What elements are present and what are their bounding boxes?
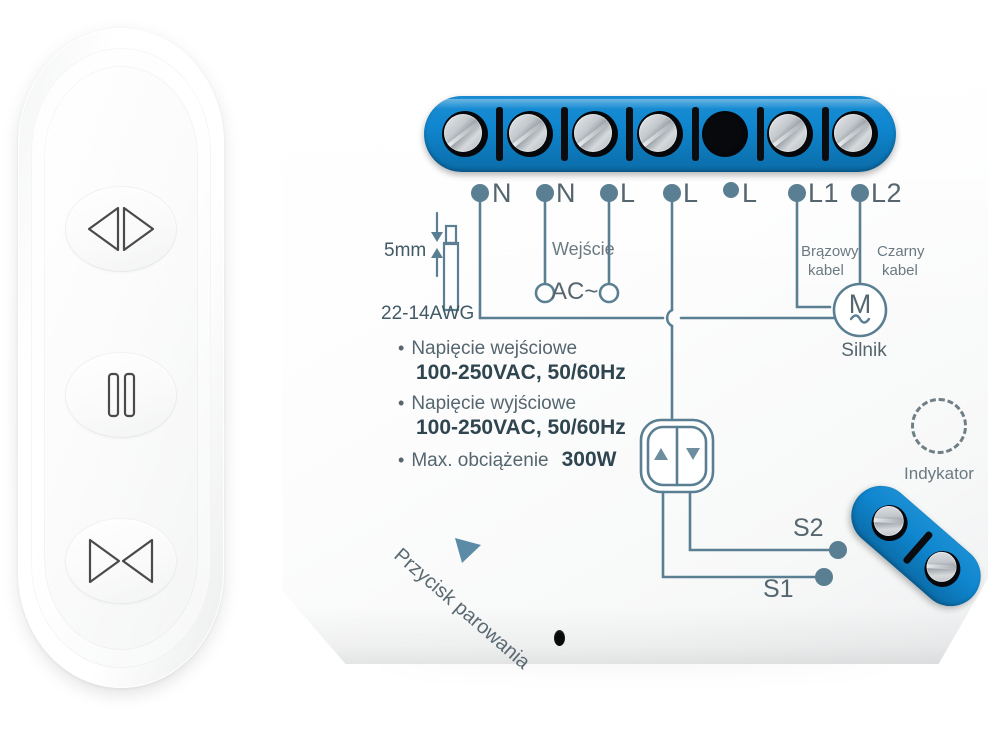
terminal-slot[interactable] — [496, 103, 562, 165]
spec-value: 100-250VAC, 50/60Hz — [416, 416, 626, 439]
brown-wire-label-line2: kabel — [808, 262, 844, 279]
spec-row: • Napięcie wyjściowe — [398, 393, 648, 415]
terminal-screw-icon — [506, 111, 553, 157]
terminal-label-l1: L — [620, 178, 636, 208]
terminal-empty-icon — [702, 111, 749, 157]
remote-open-button[interactable] — [65, 186, 177, 272]
pairing-button-hole[interactable] — [554, 630, 565, 646]
input-label-line1: Wejście — [552, 239, 615, 259]
close-arrows-icon — [78, 534, 164, 588]
black-wire-label-line2: kabel — [882, 262, 918, 279]
pause-bars-icon — [93, 368, 149, 422]
wire-gauge-label: 22-14AWG — [381, 303, 475, 324]
indicator-marker: Indykator — [896, 398, 982, 484]
spec-row: • Napięcie wejściowe — [398, 338, 648, 360]
black-wire-label-line1: Czarny — [877, 243, 925, 260]
remote-stop-button[interactable] — [65, 352, 177, 438]
open-arrows-icon — [78, 202, 164, 256]
terminal-screw-icon — [636, 111, 683, 157]
terminal-slot[interactable] — [432, 103, 497, 165]
terminal-screw-icon — [767, 111, 814, 157]
brown-wire-label-line1: Brązowy — [801, 243, 859, 260]
remote-face — [44, 66, 198, 650]
spec-label: Napięcie wyjściowe — [411, 393, 577, 414]
spec-value: 100-250VAC, 50/60Hz — [416, 361, 626, 384]
spec-value: 300W — [561, 448, 617, 471]
spec-label: Max. obciążenie — [411, 450, 549, 471]
terminal-screw-icon — [571, 111, 618, 157]
bullet-icon: • — [398, 338, 405, 358]
pairing-arrow-icon — [455, 538, 481, 563]
terminal-slot[interactable] — [626, 103, 692, 165]
switch-terminal-s1: S1 — [763, 575, 794, 603]
motor-label: Silnik — [841, 340, 887, 361]
indicator-led-icon — [911, 398, 967, 454]
terminal-label-L1: L1 — [808, 178, 840, 208]
top-terminal-block — [424, 96, 896, 172]
indicator-label: Indykator — [904, 464, 974, 483]
strip-length-label: 5mm — [384, 240, 427, 261]
terminal-slot[interactable] — [756, 103, 823, 165]
terminal-label-n1: N — [492, 178, 512, 208]
input-label-line2: AC~ — [551, 278, 599, 305]
rf-remote-control — [18, 28, 224, 688]
motor-symbol-letter: M — [849, 289, 872, 319]
spec-list: • Napięcie wejściowe 100-250VAC, 50/60Hz… — [398, 338, 648, 472]
terminal-screw-icon — [441, 111, 488, 157]
terminal-slot[interactable] — [561, 103, 627, 165]
terminal-label-l3: L — [742, 178, 758, 208]
bullet-icon: • — [398, 393, 405, 413]
terminal-label-L2: L2 — [871, 178, 903, 208]
spec-row: • Max. obciążenie 300W — [398, 448, 648, 472]
terminal-slot-empty[interactable] — [691, 103, 758, 165]
terminal-label-l2: L — [683, 178, 699, 208]
bullet-icon: • — [398, 450, 405, 470]
switch-terminal-s2: S2 — [793, 514, 824, 542]
remote-close-button[interactable] — [65, 518, 177, 604]
terminal-label-n2: N — [556, 178, 576, 208]
switch-arrow-icons — [654, 448, 700, 460]
spec-label: Napięcie wejściowe — [411, 338, 578, 359]
terminal-slot[interactable] — [821, 103, 888, 165]
terminal-screw-icon — [832, 111, 879, 157]
